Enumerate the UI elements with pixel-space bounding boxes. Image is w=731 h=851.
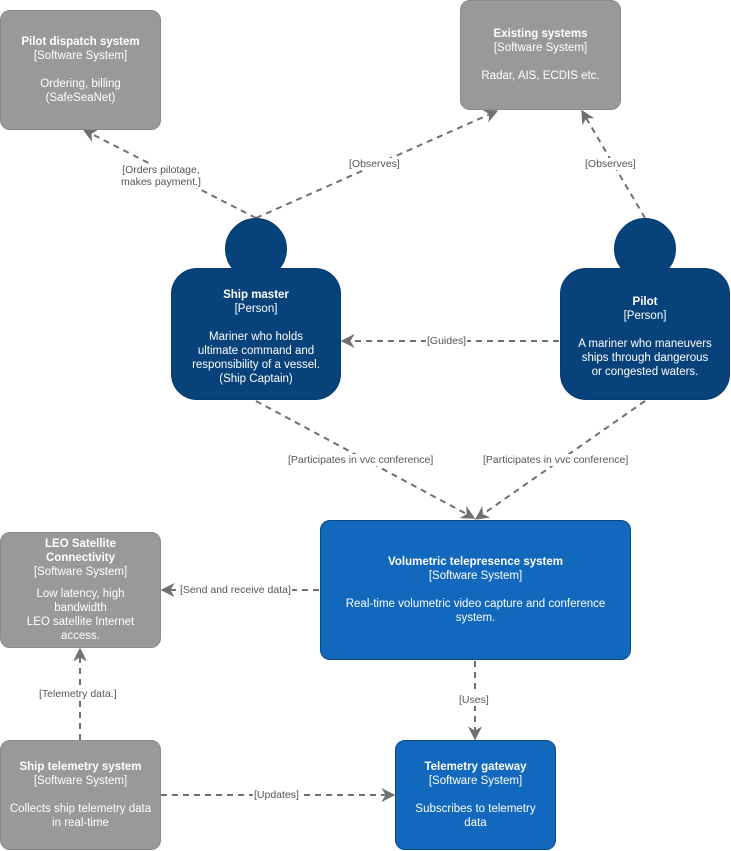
node-type: [Person] [234, 303, 278, 315]
node-title: Pilot [632, 296, 658, 308]
node-description: Low latency, high bandwidth [36, 588, 125, 614]
node-description: in real-time [52, 817, 109, 829]
node-type: [Software System] [33, 775, 128, 787]
node-description: Real-time volumetric video capture and c… [345, 598, 606, 610]
node-type: [Person] [623, 310, 667, 322]
node-description: Ordering, billing [40, 78, 121, 90]
node-description: ultimate command and [197, 345, 315, 357]
node-volumetric-telepresence-system[interactable]: Volumetric telepresence system [Software… [320, 520, 631, 660]
label-guides: [Guides] [426, 335, 468, 347]
label-orders-line2: makes payment.] [121, 176, 201, 188]
label-master-participates: [Participates in vvc conference] [287, 454, 435, 466]
label-uses: [Uses] [458, 694, 490, 706]
node-ship-telemetry-system[interactable]: Ship telemetry system [Software System] … [0, 740, 161, 850]
node-title: Pilot dispatch system [21, 36, 140, 48]
node-description: system. [455, 612, 496, 624]
node-pilot-dispatch-system[interactable]: Pilot dispatch system [Software System] … [0, 10, 161, 130]
node-type: [Software System] [428, 775, 523, 787]
label-pilot-observes: [Observes] [584, 158, 637, 170]
label-master-observes: [Observes] [348, 158, 401, 170]
node-type: [Software System] [33, 50, 128, 62]
edge-pilot-observes [581, 109, 646, 219]
node-ship-master[interactable]: Ship master [Person] Mariner who holds u… [171, 268, 341, 400]
node-existing-systems[interactable]: Existing systems [Software System] Radar… [460, 0, 621, 110]
node-description: (SafeSeaNet) [45, 92, 116, 104]
node-title: Volumetric telepresence system [388, 556, 563, 568]
label-pilot-participates: [Participates in vvc conference] [482, 454, 630, 466]
node-description: Radar, AIS, ECDIS etc. [481, 70, 600, 82]
node-telemetry-gateway[interactable]: Telemetry gateway [Software System] Subs… [395, 740, 556, 850]
node-leo-satellite-connectivity[interactable]: LEO Satellite Connectivity [Software Sys… [0, 532, 161, 648]
label-telemetry-data: [Telemetry data.] [38, 688, 118, 700]
node-pilot[interactable]: Pilot [Person] A mariner who maneuvers s… [560, 268, 730, 400]
node-description: Mariner who holds [209, 331, 303, 343]
node-description: Collects ship telemetry data [9, 803, 152, 815]
node-title: Telemetry gateway [424, 761, 527, 773]
node-description: A mariner who maneuvers [578, 338, 712, 350]
node-type: [Software System] [493, 42, 588, 54]
node-title: LEO Satellite Connectivity [45, 538, 116, 564]
node-description: LEO satellite Internet access. [26, 616, 135, 642]
node-title: Existing systems [493, 28, 588, 40]
node-title: Ship master [223, 289, 289, 301]
label-updates: [Updates] [253, 789, 300, 801]
node-description: Subscribes to telemetry data [415, 803, 536, 829]
label-send-receive: [Send and receive data] [179, 584, 292, 596]
node-type: [Software System] [33, 566, 128, 578]
node-description: or congested waters. [591, 366, 699, 378]
node-title: Ship telemetry system [19, 761, 142, 773]
label-orders-pilotage: [Orders pilotage, makes payment.] [120, 164, 202, 188]
node-description: responsibility of a vessel. [192, 359, 320, 371]
node-description: ships through dangerous [581, 352, 709, 364]
node-type: [Software System] [428, 570, 523, 582]
node-description: (Ship Captain) [219, 373, 293, 385]
label-orders-line1: [Orders pilotage, [122, 164, 200, 176]
